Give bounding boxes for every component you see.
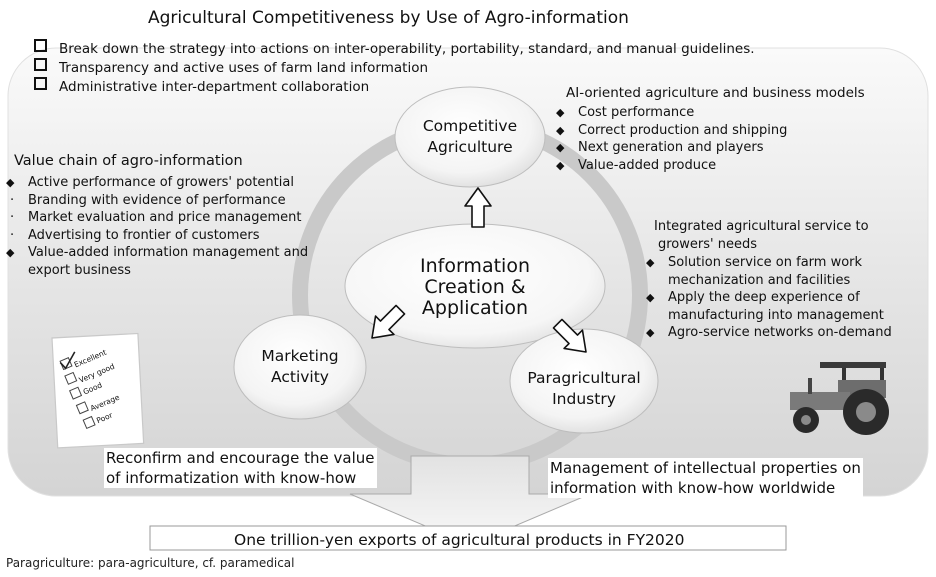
checklist-label: Poor [95, 410, 114, 426]
diamond-bullet-icon: ◆ [556, 123, 565, 137]
list-item: ·Advertising to frontier of customers [6, 227, 308, 245]
top-bullet: Administrative inter-department collabor… [34, 77, 369, 96]
down-right-arrow [552, 318, 587, 353]
diamond-bullet-icon: ◆ [556, 158, 565, 172]
node-paragricultural-industry: Paragricultural Industry [527, 369, 641, 408]
list-item: ◆Solution service on farm work [646, 255, 863, 270]
square-bullet-icon [34, 39, 47, 52]
down-left-arrow [371, 304, 406, 339]
list-item: manufacturing into management [668, 307, 884, 323]
diamond-bullet-icon: ◆ [646, 256, 655, 269]
bottom-left-caption: Reconfirm and encourage the value of inf… [104, 448, 377, 488]
big-down-arrow [349, 455, 591, 546]
tractor-icon [790, 362, 889, 435]
list-item: ·Market evaluation and price management [6, 209, 308, 227]
diamond-bullet-icon: ◆ [646, 326, 655, 339]
list-item: ·Branding with evidence of performance [6, 192, 308, 210]
checklist-label: Average [88, 392, 121, 413]
footnote: Paragriculture: para-agriculture, cf. pa… [6, 556, 295, 570]
list-item: ◆Apply the deep experience of [646, 290, 860, 305]
dot-bullet-icon: · [10, 192, 15, 208]
node-marketing-activity: Marketing Activity [261, 347, 339, 386]
diagram-title: Agricultural Competitiveness by Use of A… [148, 8, 629, 28]
diamond-bullet-icon: ◆ [556, 141, 565, 154]
right-top-heading: AI-oriented agriculture and business mod… [566, 85, 865, 101]
checklist-card-icon [51, 332, 145, 449]
bottom-right-caption: Management of intellectual properties on… [548, 458, 863, 498]
left-panel-list: ◆Active performance of growers' potentia… [6, 174, 308, 279]
list-item: ◆Correct production and shipping [556, 122, 788, 138]
right-mid-heading: Integrated agricultural service to growe… [654, 219, 869, 252]
diamond-bullet-icon: ◆ [556, 106, 565, 119]
list-item: export business [28, 262, 131, 278]
goal-text: One trillion-yen exports of agricultural… [234, 531, 685, 549]
list-item: ◆Active performance of growers' potentia… [6, 175, 294, 190]
node-competitive-agriculture: Competitive Agriculture [422, 117, 518, 156]
list-item: ◆Value-added information management and [6, 245, 309, 260]
up-arrow [464, 187, 492, 228]
ellipse-para [509, 328, 659, 434]
square-bullet-icon [34, 77, 47, 90]
node-information-creation: Information Creation & Application [420, 255, 530, 319]
ellipse-competitive [394, 86, 546, 188]
ellipse-marketing [233, 314, 367, 420]
diamond-bullet-icon: ◆ [646, 291, 655, 304]
list-item: mechanization and facilities [668, 272, 851, 288]
goal-bar [149, 525, 787, 551]
dot-bullet-icon: · [10, 210, 15, 225]
list-item: ◆Cost performance [556, 105, 695, 120]
dot-bullet-icon: · [10, 227, 15, 243]
square-bullet-icon [34, 58, 47, 71]
diamond-bullet-icon: ◆ [6, 246, 15, 259]
top-bullet: Break down the strategy into actions on … [34, 39, 755, 58]
list-item: ◆Value-added produce [556, 157, 717, 173]
top-bullet: Transparency and active uses of farm lan… [34, 58, 428, 77]
checklist-labels: Excellent Very good Good Average Poor [52, 333, 144, 447]
left-panel-heading: Value chain of agro-information [14, 153, 243, 169]
diamond-bullet-icon: ◆ [6, 176, 15, 189]
list-item: ◆Agro-service networks on-demand [646, 325, 892, 340]
right-mid-list: ◆Solution service on farm work mechaniza… [646, 254, 892, 342]
list-item: ◆Next generation and players [556, 140, 764, 155]
right-top-list: ◆Cost performance ◆Correct production an… [556, 104, 787, 174]
